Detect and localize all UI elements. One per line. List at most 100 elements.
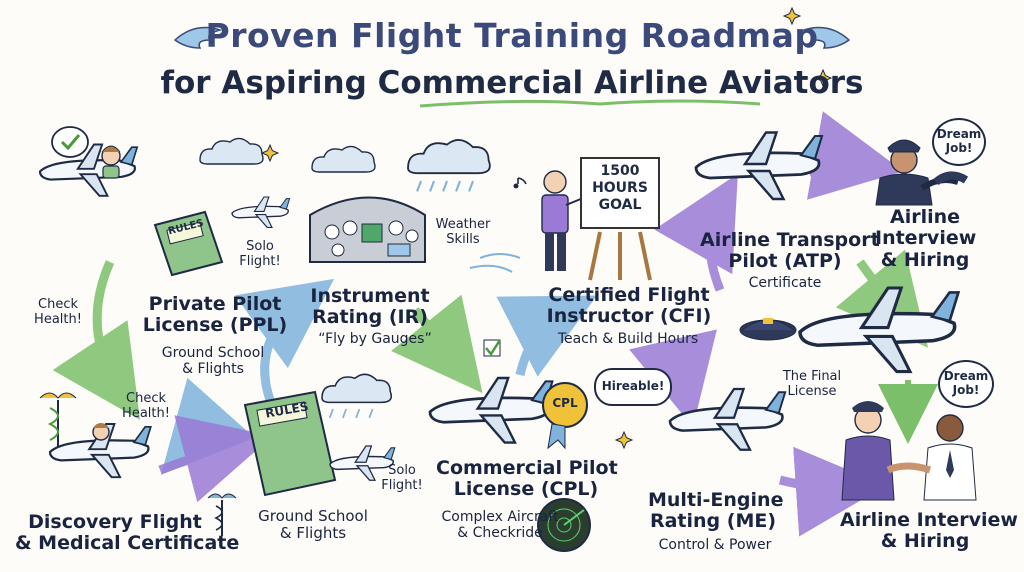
- stage-title: Instrument: [310, 285, 430, 307]
- subtitle-word: Airline: [593, 65, 709, 101]
- multi-engine-plane-icon: [668, 387, 787, 452]
- stage-subtitle: Certificate: [748, 275, 822, 291]
- stage-ppl: Private Pilot License (PPL): [140, 293, 290, 337]
- airline-pilot-icon: [875, 139, 959, 206]
- handshake-icon: [886, 462, 932, 474]
- note-solo-flight: Solo Flight!: [372, 463, 432, 493]
- checkmark-icon: [483, 339, 502, 357]
- stage-atp: Airline Transport Pilot (ATP): [700, 229, 880, 273]
- stage-subtitle: & Checkride: [457, 524, 543, 541]
- candidate-icon: [923, 414, 977, 501]
- note-solo-flight: Solo Flight!: [230, 239, 290, 269]
- title-underline: [419, 99, 761, 108]
- sparkle-icon: [615, 431, 633, 449]
- stage-subtitle: Teach & Build Hours: [557, 331, 699, 347]
- caduceus-icon: [39, 392, 77, 448]
- arrow-path: [52, 260, 140, 420]
- stage-cpl: Commercial Pilot License (CPL): [436, 457, 618, 501]
- note-text: Flight!: [381, 477, 423, 493]
- stage-title: & Hiring: [880, 248, 970, 271]
- airline-pilot-icon: [841, 401, 895, 501]
- subtitle-word: Aspiring: [221, 65, 367, 101]
- sparkle-icon: [261, 144, 279, 162]
- stage-title: License (PPL): [142, 314, 288, 337]
- stage-subtitle: Control & Power: [658, 537, 772, 553]
- arrow-path: [654, 173, 738, 292]
- stage-hire-bottom: Airline Interview & Hiring: [840, 509, 1018, 553]
- stage-ir: Instrument Rating (IR): [305, 285, 435, 329]
- subtitle-prefix: for: [160, 65, 211, 101]
- stage-subtitle: Ground School: [161, 345, 265, 361]
- subtitle-word: Commercial: [377, 65, 584, 101]
- note-text: The Final: [782, 369, 842, 384]
- instructor-icon: [541, 170, 599, 271]
- note-text: Skills: [446, 231, 480, 247]
- airliner-icon: [798, 286, 961, 374]
- arrow-path: [391, 294, 483, 394]
- note-text: Solo: [246, 239, 274, 254]
- stage-title: Ground School: [258, 507, 368, 525]
- note-text: Solo: [388, 463, 416, 478]
- arrow-path: [158, 415, 273, 503]
- stage-hire-top: Airline Interview & Hiring: [875, 206, 976, 271]
- arrow-path: [778, 446, 886, 537]
- stage-cpl-sub: Complex Aircraft & Checkride: [440, 509, 560, 541]
- stage-title: Multi-Engine: [648, 489, 784, 511]
- stage-discovery: Discovery Flight & Medical Certificate: [15, 511, 240, 555]
- page-title: Proven Flight Training Roadmap: [205, 16, 819, 55]
- stage-title: & Hiring: [880, 530, 970, 553]
- goal-board-text: GOAL: [598, 196, 642, 213]
- note-check-health: Check Health!: [116, 391, 176, 421]
- note-text: Health!: [34, 311, 82, 327]
- stage-title: & Medical Certificate: [15, 532, 240, 555]
- note-text: Weather: [435, 217, 491, 232]
- rules-book-icon: [243, 390, 337, 497]
- stage-title: Airline: [889, 206, 961, 228]
- cpl-badge-icon: [542, 382, 588, 450]
- small-plane-icon: [231, 196, 291, 229]
- bubble-text: Job!: [952, 383, 980, 397]
- stage-title: Commercial Pilot: [436, 457, 618, 479]
- cpl-badge-label: CPL: [552, 396, 578, 410]
- checkmark-bubble-icon: [51, 126, 89, 158]
- stage-title: Rating (IR): [312, 306, 428, 329]
- music-note-icon: [513, 177, 527, 189]
- goal-board: 1500 HOURS GOAL: [580, 157, 660, 229]
- twin-engine-plane-icon: [428, 376, 554, 444]
- stage-subtitle: & Flights: [182, 360, 244, 377]
- bubble-text: Job!: [945, 141, 973, 155]
- stage-title: Rating (ME): [649, 510, 777, 533]
- stage-title: Airline Transport: [700, 229, 880, 251]
- pilot-girl-icon: [92, 423, 110, 441]
- note-weather-skills: Weather Skills: [428, 217, 498, 247]
- stage-title: Airline Interview: [840, 509, 1018, 531]
- easel-icon: [588, 231, 652, 281]
- stage-ppl-sub: Ground School & Flights: [148, 345, 278, 377]
- rain-cloud-icon: [321, 373, 393, 419]
- rain-cloud-icon: [407, 139, 491, 192]
- stage-subtitle: “Fly by Gauges”: [318, 331, 432, 347]
- stage-title: Pilot (ATP): [728, 250, 842, 273]
- note-text: License: [787, 383, 837, 399]
- note-check-health: Check Health!: [28, 297, 88, 327]
- stage-title: Discovery Flight: [28, 511, 202, 533]
- note-text: Check: [38, 297, 78, 312]
- goal-board-text: 1500: [600, 163, 640, 179]
- arrow-path: [161, 377, 255, 475]
- bubble-text: Dream: [936, 127, 982, 142]
- note-text: Health!: [122, 405, 170, 421]
- handshake-icon: [933, 171, 969, 186]
- page-subtitle: for Aspiring Commercial Airline Aviators: [0, 66, 1024, 101]
- stage-subtitle: Complex Aircraft: [441, 509, 559, 525]
- note-final-license: The Final License: [772, 369, 852, 399]
- cloud-icon: [311, 145, 376, 173]
- note-text: Check: [126, 391, 166, 406]
- arrow-path: [496, 295, 598, 377]
- hireable-bubble: Hireable!: [594, 368, 672, 406]
- goal-board-text: HOURS: [592, 179, 648, 196]
- wing-right-icon: [801, 26, 851, 49]
- stage-title: Certified Flight: [548, 284, 710, 306]
